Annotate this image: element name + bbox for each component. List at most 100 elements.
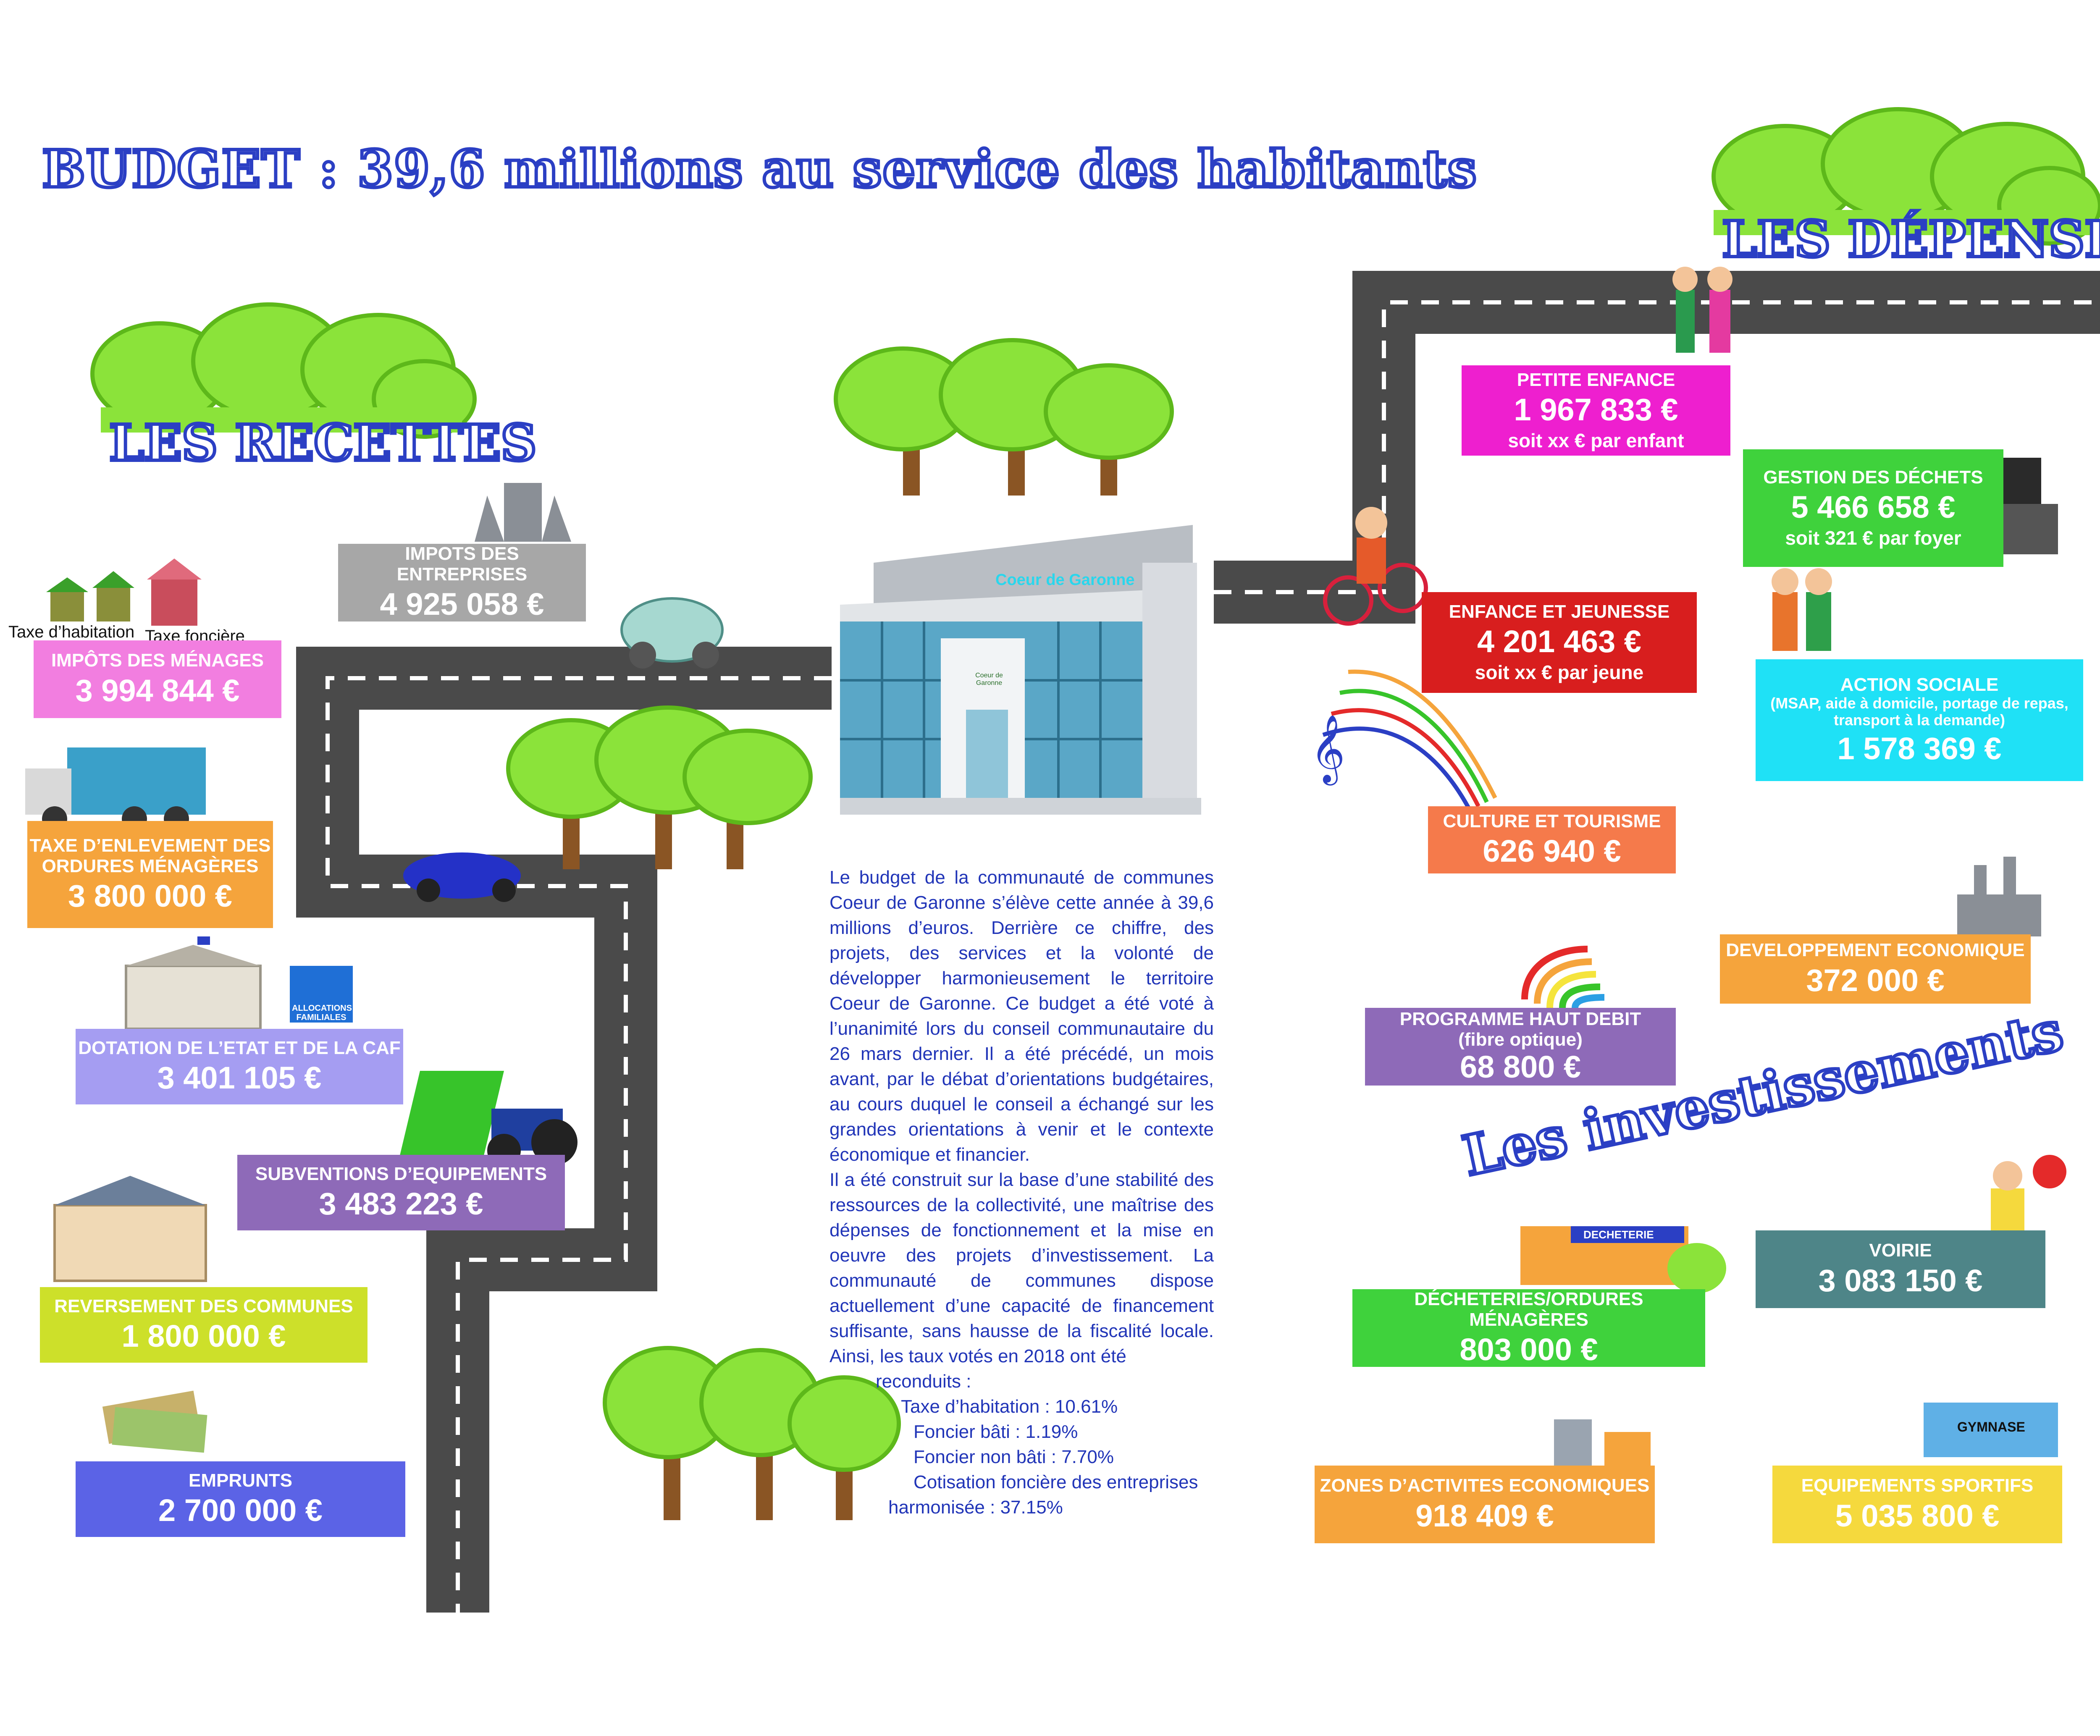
impots-menages-amount: 3 994 844 € <box>75 673 240 708</box>
decheterie-building-icon <box>1520 1226 1726 1293</box>
box-jeunesse: ENFANCE ET JEUNESSE 4 201 463 € soit xx … <box>1422 592 1697 693</box>
tree-group-depenses <box>1712 107 2100 246</box>
fiber-rainbow-icon <box>1521 946 1605 1009</box>
town-hall-icon <box>125 936 262 1030</box>
caf-logo-text: ALLOCATIONS FAMILIALES <box>292 1004 352 1022</box>
jeunesse-amount: 4 201 463 € <box>1477 624 1641 659</box>
paragraph-2: Il a été construit sur la base d’une sta… <box>830 1170 1214 1366</box>
impots-entreprises-label: IMPOTS DES ENTREPRISES <box>396 543 528 585</box>
impots-menages-label: IMPÔTS DES MÉNAGES <box>51 650 264 671</box>
tree-group-center-top <box>834 338 1174 496</box>
action-sociale-detail-1: (MSAP, aide à domicile, portage de repas… <box>1770 694 2068 712</box>
petite-enfance-amount: 1 967 833 € <box>1514 392 1678 427</box>
petite-enfance-sub: soit xx € par enfant <box>1508 429 1684 451</box>
car-green <box>620 597 724 669</box>
box-developpement: DEVELOPPEMENT ECONOMIQUE 372 000 € <box>1720 934 2031 1004</box>
gymnase-icon <box>1924 1403 2058 1457</box>
mairie-people-icon <box>53 1176 207 1282</box>
field-tractor-icon <box>399 1071 578 1167</box>
impots-entreprises-amount: 4 925 058 € <box>380 587 544 622</box>
developpement-label: DEVELOPPEMENT ECONOMIQUE <box>1726 940 2025 961</box>
box-impots-entreprises: IMPOTS DES ENTREPRISES 4 925 058 € <box>338 543 586 622</box>
dotation-label: DOTATION DE L’ETAT ET DE LA CAF <box>78 1037 401 1058</box>
equipements-amount: 5 035 800 € <box>1835 1498 2000 1533</box>
rate-cfe-line-2: harmonisée : 37.15% <box>888 1497 1063 1518</box>
box-impots-menages: IMPÔTS DES MÉNAGES 3 994 844 € <box>34 640 281 718</box>
tree-group-center-bottom <box>603 1346 901 1520</box>
box-zones: ZONES D’ACTIVITES ECONOMIQUES 918 409 € <box>1315 1466 1655 1543</box>
building-coeur-de-garonne <box>840 525 1201 815</box>
emprunts-amount: 2 700 000 € <box>158 1493 323 1528</box>
teom-amount: 3 800 000 € <box>68 878 232 914</box>
right-road <box>1214 271 2100 624</box>
left-road <box>296 647 832 1613</box>
page-title: BUDGET : 39,6 millions au service des ha… <box>40 137 1478 201</box>
box-equipements: EQUIPEMENTS SPORTIFS 5 035 800 € <box>1772 1466 2062 1543</box>
box-dotation: DOTATION DE L’ETAT ET DE LA CAF 3 401 10… <box>76 1029 403 1104</box>
tree-group-center-mid <box>506 705 813 869</box>
box-petite-enfance: PETITE ENFANCE 1 967 833 € soit xx € par… <box>1462 365 1730 456</box>
road-worker-icon <box>1991 1155 2066 1239</box>
taxe-habitation-label: Taxe d’habitation <box>8 623 135 641</box>
dechets-amount: 5 466 658 € <box>1791 490 1956 525</box>
zones-amount: 918 409 € <box>1415 1498 1554 1533</box>
garbage-truck <box>25 747 206 831</box>
box-decheteries: DÉCHETERIES/ORDURES MÉNAGÈRES 803 000 € <box>1352 1289 1705 1367</box>
houses-icon <box>46 559 202 626</box>
reversement-amount: 1 800 000 € <box>121 1319 286 1354</box>
caf-logo <box>290 966 353 1023</box>
box-action-sociale: ACTION SOCIALE (MSAP, aide à domicile, p… <box>1756 659 2083 781</box>
rate-foncier-non-bati: Foncier non bâti : 7.70% <box>914 1447 1114 1467</box>
paragraph-1: Le budget de la communauté de communes C… <box>830 867 1214 1165</box>
rate-cfe-line-1: Cotisation foncière des entreprises <box>914 1472 1198 1492</box>
action-sociale-amount: 1 578 369 € <box>1837 731 2002 766</box>
decheterie-sign: DECHETERIE <box>1583 1228 1654 1241</box>
culture-amount: 626 940 € <box>1483 834 1621 869</box>
action-sociale-label: ACTION SOCIALE <box>1840 674 1999 695</box>
petite-enfance-label: PETITE ENFANCE <box>1517 369 1675 390</box>
dechets-sub: soit 321 € par foyer <box>1785 527 1961 549</box>
voirie-amount: 3 083 150 € <box>1818 1263 1983 1298</box>
rate-foncier-bati: Foncier bâti : 1.19% <box>914 1421 1078 1442</box>
industry-icon <box>1957 857 2041 936</box>
subventions-amount: 3 483 223 € <box>319 1186 483 1222</box>
building-logo-text: Coeur de Garonne <box>975 672 1003 687</box>
subventions-label: SUBVENTIONS D’EQUIPEMENTS <box>255 1163 547 1184</box>
haut-debit-detail: (fibre optique) <box>1458 1029 1583 1050</box>
haut-debit-amount: 68 800 € <box>1460 1049 1581 1085</box>
haut-debit-label: PROGRAMME HAUT DEBIT <box>1399 1008 1641 1029</box>
tree-group-recettes <box>90 302 477 439</box>
car-blue <box>403 852 521 902</box>
box-reversement: REVERSEMENT DES COMMUNES 1 800 000 € <box>40 1287 368 1363</box>
teom-label-2: ORDURES MÉNAGÈRES <box>42 856 259 877</box>
factory-icon <box>475 483 571 542</box>
equipements-label: EQUIPEMENTS SPORTIFS <box>1801 1475 2034 1496</box>
building-sign: Coeur de Garonne <box>995 571 1135 589</box>
box-dechets: GESTION DES DÉCHETS 5 466 658 € soit 321… <box>1743 449 2003 567</box>
teom-label-1: TAXE D’ENLEVEMENT DES <box>29 835 271 856</box>
box-emprunts: EMPRUNTS 2 700 000 € <box>76 1461 405 1537</box>
cyclist-icon <box>1323 507 1428 626</box>
svg-text:𝄞: 𝄞 <box>1310 714 1345 786</box>
family-icon <box>1672 267 1732 353</box>
depenses-title: LES DÉPENSES <box>1720 208 2100 270</box>
box-haut-debit: PROGRAMME HAUT DEBIT (fibre optique) 68 … <box>1365 1008 1676 1086</box>
rate-taxe-habitation: Taxe d’habitation : 10.61% <box>901 1396 1118 1417</box>
zones-label: ZONES D’ACTIVITES ECONOMIQUES <box>1320 1475 1650 1496</box>
emprunts-label: EMPRUNTS <box>189 1470 292 1491</box>
box-voirie: VOIRIE 3 083 150 € <box>1756 1230 2045 1308</box>
box-subventions: SUBVENTIONS D’EQUIPEMENTS 3 483 223 € <box>237 1155 565 1230</box>
reconduits: reconduits : <box>876 1371 971 1392</box>
box-culture: CULTURE ET TOURISME 626 940 € <box>1428 806 1676 873</box>
gymnase-sign: GYMNASE <box>1957 1419 2025 1434</box>
money-icon <box>102 1390 207 1453</box>
jeunesse-sub: soit xx € par jeune <box>1475 661 1644 684</box>
recettes-title: LES RECETTES <box>108 412 538 474</box>
jeunesse-label: ENFANCE ET JEUNESSE <box>1449 601 1670 622</box>
decheteries-amount: 803 000 € <box>1460 1332 1598 1367</box>
zone-buildings-icon <box>1554 1419 1651 1466</box>
reversement-label: REVERSEMENT DES COMMUNES <box>54 1295 353 1316</box>
dechets-label: GESTION DES DÉCHETS <box>1763 467 1983 488</box>
developpement-amount: 372 000 € <box>1806 962 1945 998</box>
